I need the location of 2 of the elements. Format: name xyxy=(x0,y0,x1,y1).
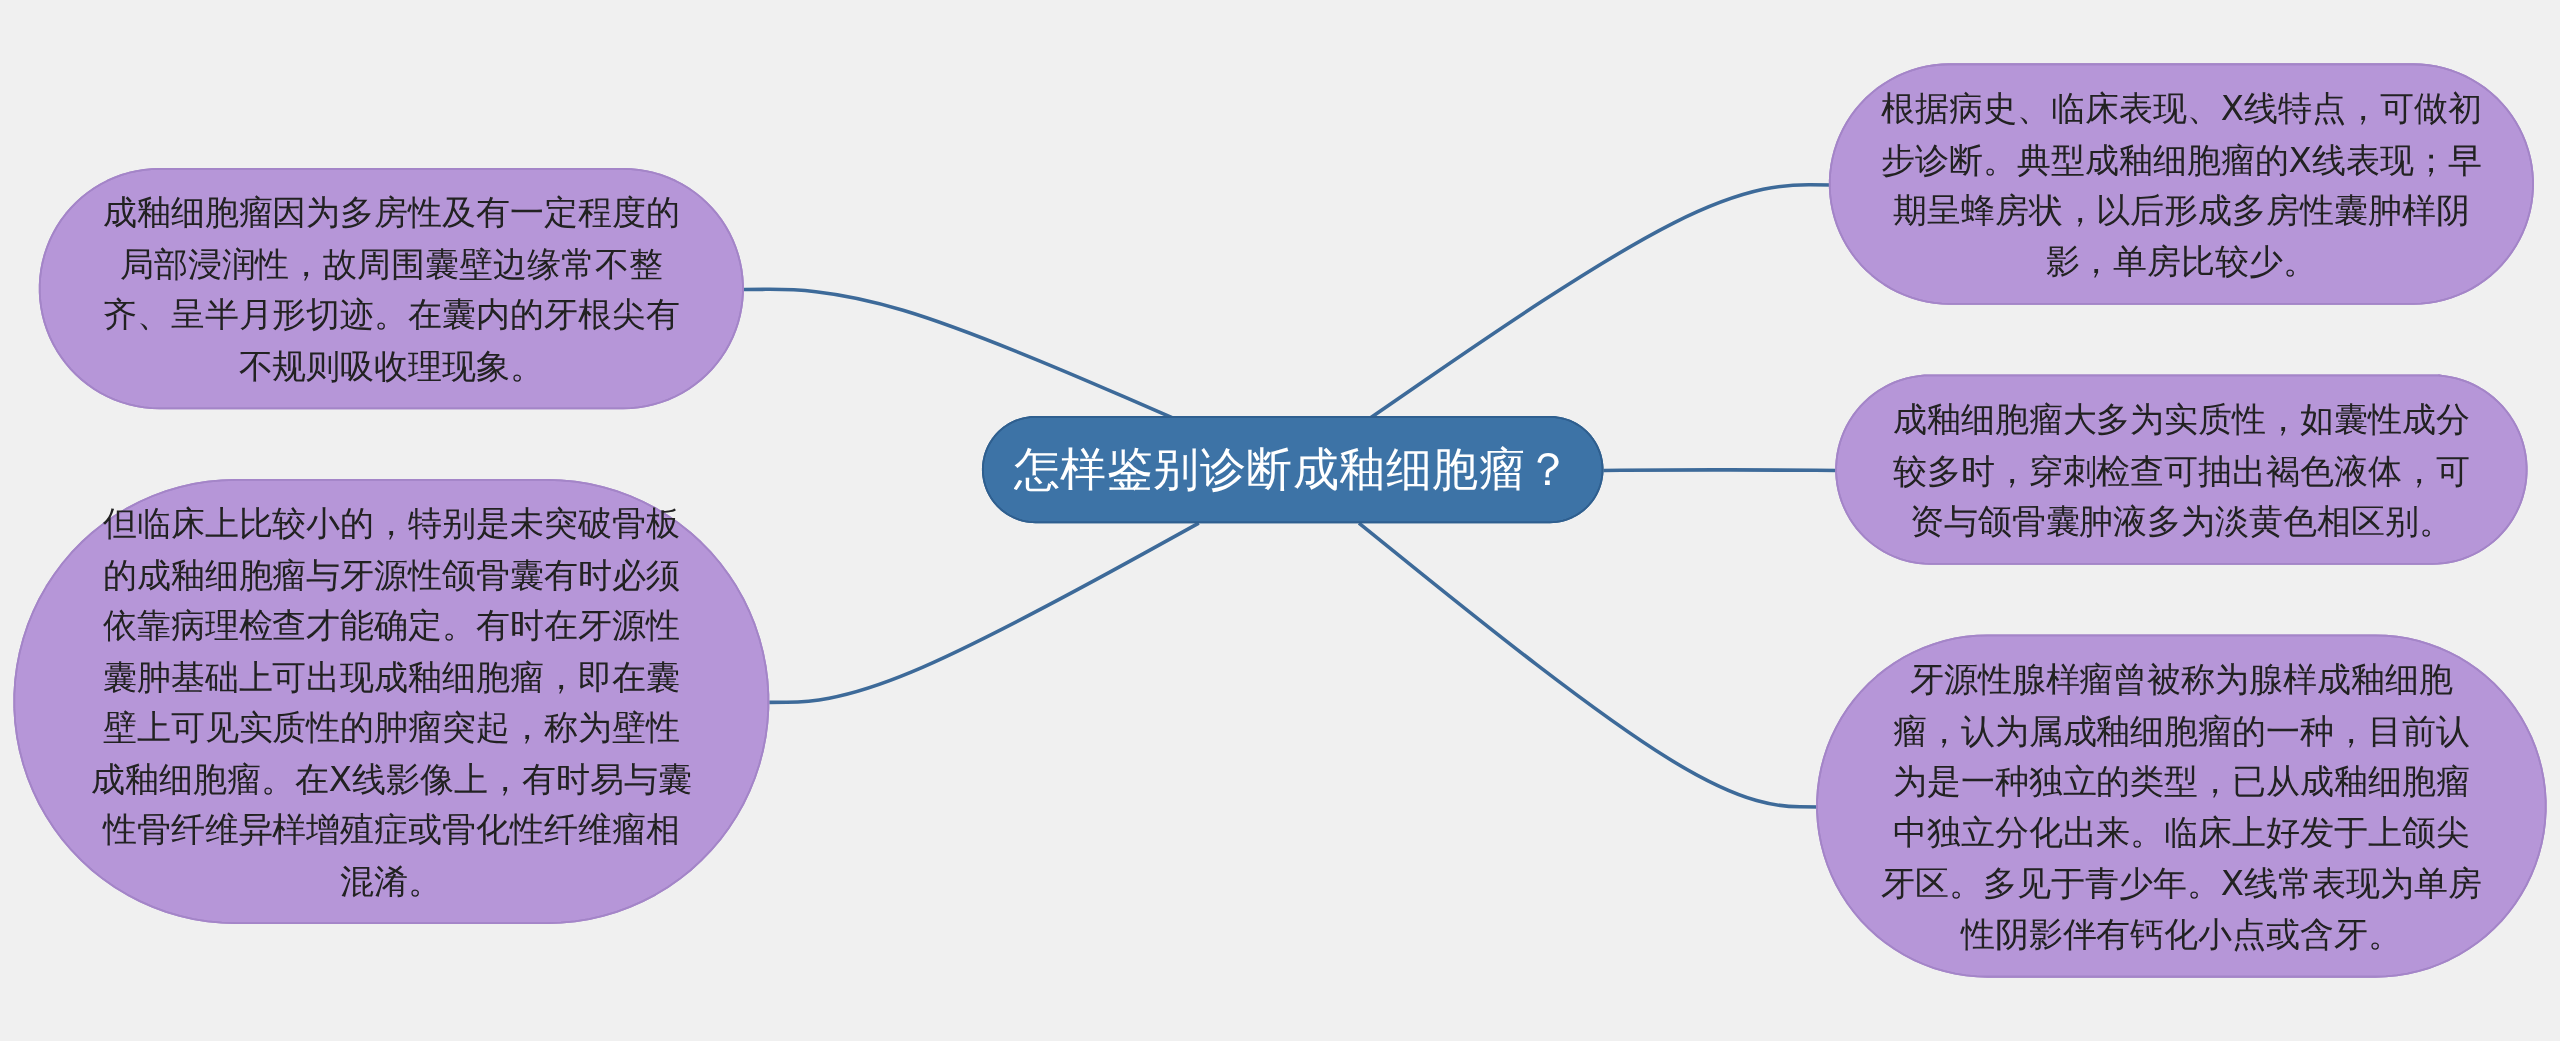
connector xyxy=(769,521,1200,705)
connector xyxy=(1357,521,1818,809)
